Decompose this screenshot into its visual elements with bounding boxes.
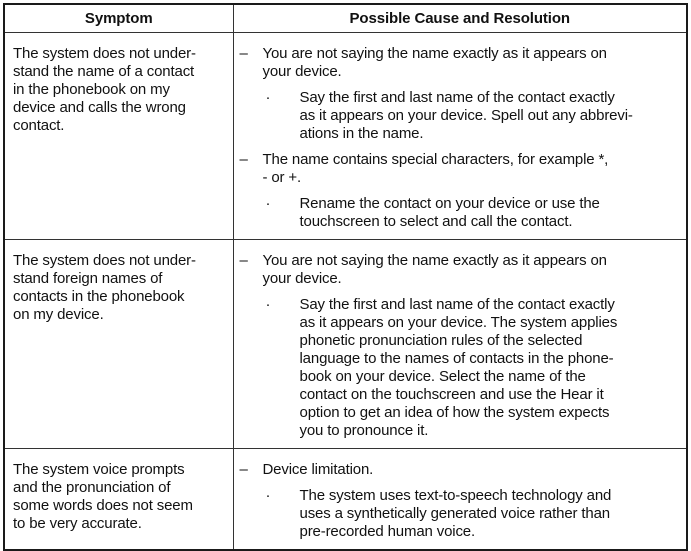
dash-bullet: – [239, 460, 248, 478]
resolution-item: · Say the first and last name of the con… [240, 89, 683, 143]
cause-cell: – You are not saying the name exactly as… [232, 238, 688, 449]
cause-text: Device limitation. [262, 460, 374, 478]
cause-item: – You are not saying the name exactly as… [240, 45, 683, 81]
symptom-cell: The system does not under- stand foreign… [3, 238, 234, 449]
cause-text: You are not saying the name exactly as i… [262, 44, 608, 80]
dot-bullet: · [265, 486, 271, 504]
cause-text: You are not saying the name exactly as i… [262, 251, 608, 287]
dot-bullet: · [265, 88, 271, 106]
cause-text: The name contains special characters, fo… [262, 150, 609, 186]
cause-cell: – Device limitation. · The system uses t… [232, 447, 688, 550]
cause-item: – The name contains special characters, … [240, 151, 683, 187]
resolution-item: · The system uses text-to-speech technol… [240, 487, 683, 541]
symptom-cell: The system does not under- stand the nam… [3, 31, 234, 240]
cause-column-header: Possible Cause and Resolution [232, 3, 688, 33]
dash-bullet: – [239, 44, 248, 62]
table-row: The system does not under- stand foreign… [3, 238, 688, 449]
manual-page: Symptom Possible Cause and Resolution Th… [3, 3, 688, 551]
resolution-text: Rename the contact on your device or use… [299, 194, 600, 230]
table-header-row: Symptom Possible Cause and Resolution [3, 3, 688, 33]
symptom-cell: The system voice prompts and the pronunc… [3, 447, 234, 550]
resolution-item: · Rename the contact on your device or u… [240, 195, 683, 231]
cause-cell: – You are not saying the name exactly as… [232, 31, 688, 240]
cause-item: – You are not saying the name exactly as… [240, 252, 683, 288]
dot-bullet: · [265, 295, 271, 313]
dash-bullet: – [239, 150, 248, 168]
symptom-column-header: Symptom [3, 3, 234, 33]
table-row: The system voice prompts and the pronunc… [3, 447, 688, 550]
resolution-item: · Say the first and last name of the con… [240, 296, 683, 440]
cause-item: – Device limitation. [240, 461, 683, 479]
resolution-text: Say the first and last name of the conta… [299, 295, 618, 439]
resolution-text: The system uses text-to-speech technolog… [299, 486, 612, 540]
dash-bullet: – [239, 251, 248, 269]
troubleshooting-table: Symptom Possible Cause and Resolution Th… [3, 3, 688, 551]
resolution-text: Say the first and last name of the conta… [299, 88, 633, 142]
table-row: The system does not under- stand the nam… [3, 31, 688, 240]
dot-bullet: · [265, 194, 271, 212]
